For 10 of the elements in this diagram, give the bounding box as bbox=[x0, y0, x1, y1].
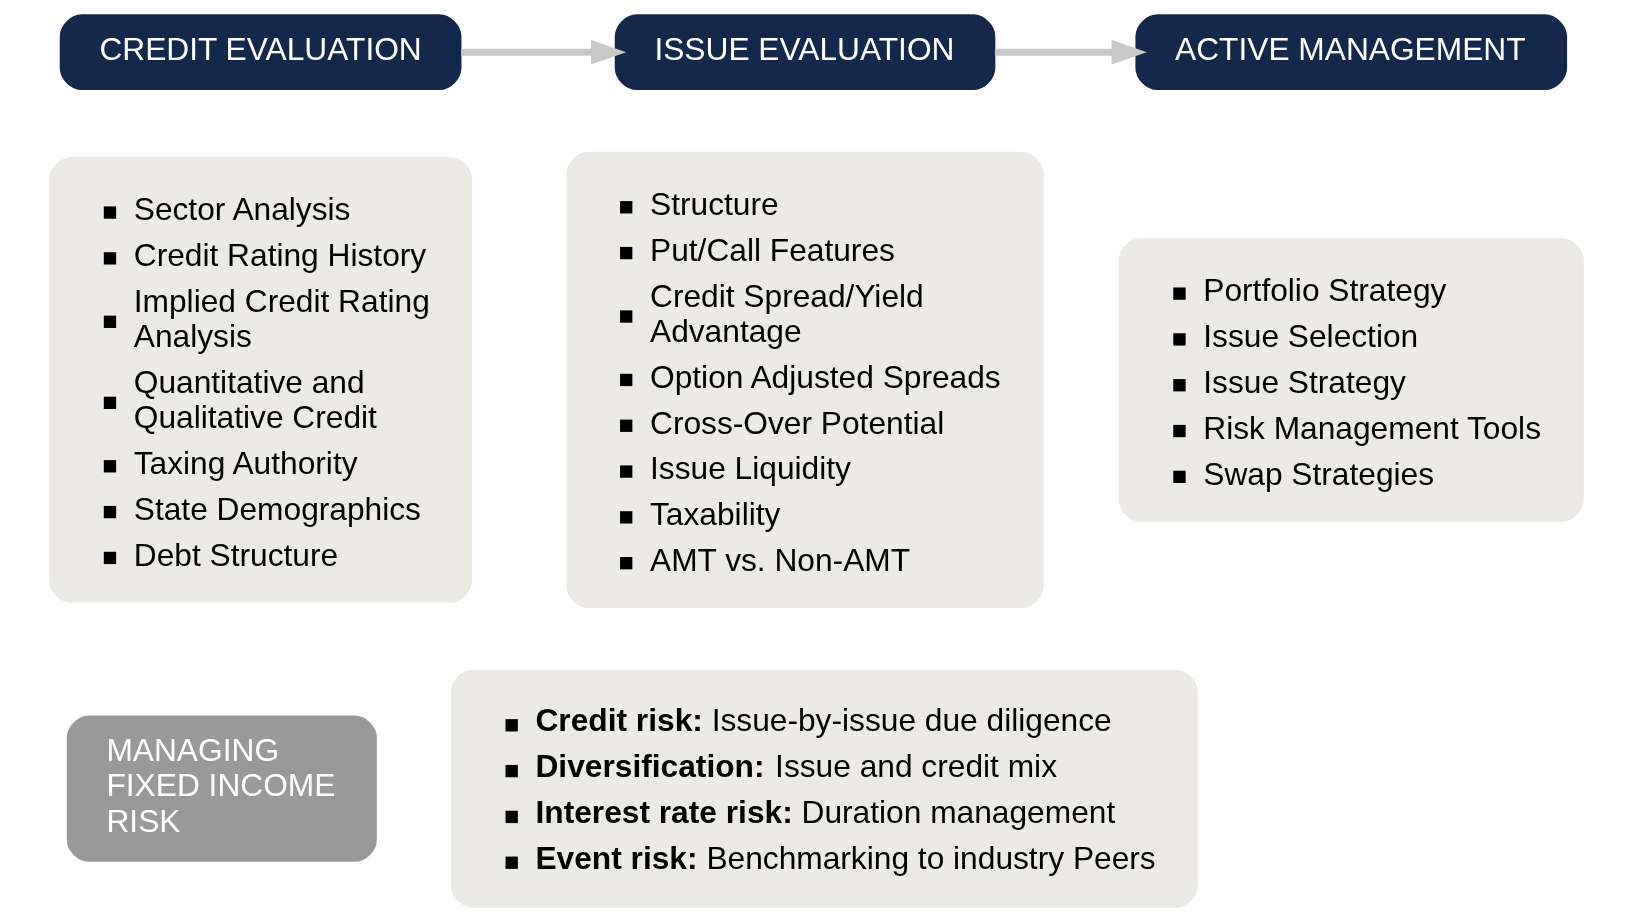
arrow bbox=[994, 39, 1147, 65]
node-box: MANAGING FIXED INCOME RISK bbox=[66, 715, 377, 862]
arrow bbox=[460, 39, 626, 65]
node-box: Structure Put/Call Features Credit Spread/Yield Advantage Option Adjusted Spreads Cross-Over Potential Issue Liquidity Taxability AMT vs. Non-AMT bbox=[565, 151, 1044, 609]
node-box: Portfolio Strategy Issue Selection Issue Strategy Risk Management Tools Swap Strategies bbox=[1118, 238, 1584, 522]
node-box: ACTIVE MANAGEMENT bbox=[1134, 14, 1567, 91]
node-box: CREDIT EVALUATION bbox=[59, 14, 461, 91]
node-box: Sector Analysis Credit Rating History Implied Credit Rating Analysis Quantitative and Qualitative Credit Taxing Authority State Demographics Debt Structure bbox=[48, 157, 472, 603]
node-box: Credit risk: Issue-by-issue due diligence Diversification: Issue and credit mix Interest rate risk: Duration management Event risk: Benchmarking to industry Peers bbox=[450, 669, 1198, 908]
node-box: ISSUE EVALUATION bbox=[614, 14, 995, 91]
